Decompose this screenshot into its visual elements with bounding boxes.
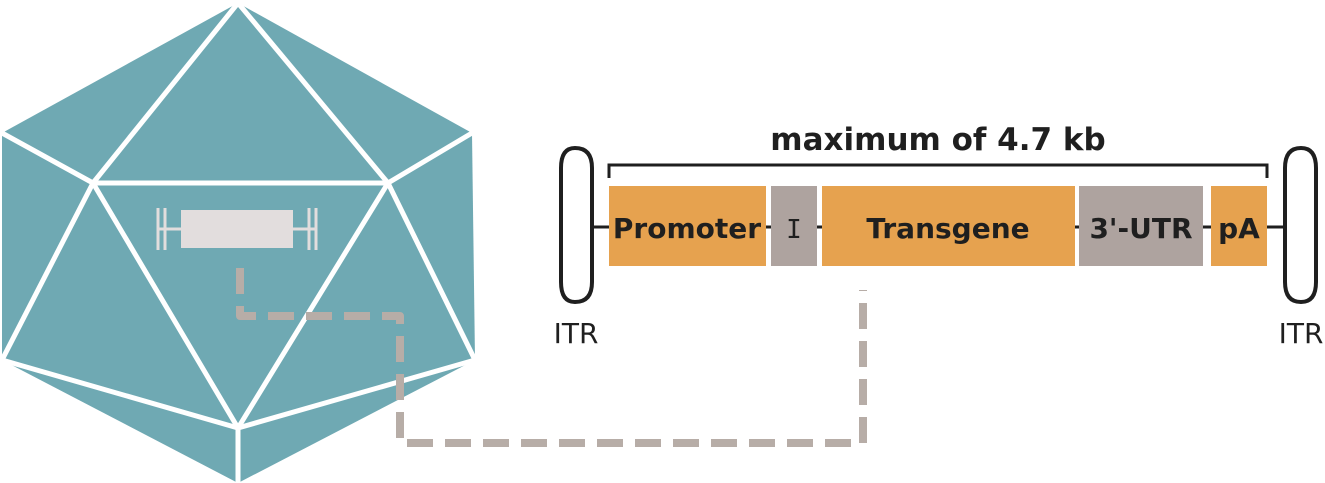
capsid-inner-triangle xyxy=(90,180,391,431)
element-intron: I xyxy=(771,186,817,266)
element-transgene: Transgene xyxy=(822,186,1075,266)
capsid xyxy=(0,0,478,483)
capacity-label: maximum of 4.7 kb xyxy=(770,122,1105,158)
svg-text:Promoter: Promoter xyxy=(613,212,761,245)
right-itr-hairpin xyxy=(1283,145,1318,305)
capsid-genome-icon xyxy=(156,208,318,250)
element-polya: pA xyxy=(1211,186,1267,266)
svg-text:Transgene: Transgene xyxy=(866,212,1029,245)
svg-text:pA: pA xyxy=(1218,212,1260,245)
element-promoter: Promoter xyxy=(609,186,766,266)
svg-text:I: I xyxy=(786,215,802,245)
left-itr-hairpin xyxy=(559,145,594,305)
capsid-facet-edges xyxy=(0,0,478,483)
dashed-connector xyxy=(236,268,867,447)
left-itr-label: ITR xyxy=(554,317,599,350)
right-itr-label: ITR xyxy=(1279,317,1324,350)
capacity-bracket xyxy=(607,163,1269,178)
svg-text:3'-UTR: 3'-UTR xyxy=(1089,212,1192,245)
element-3utr: 3'-UTR xyxy=(1079,186,1203,266)
